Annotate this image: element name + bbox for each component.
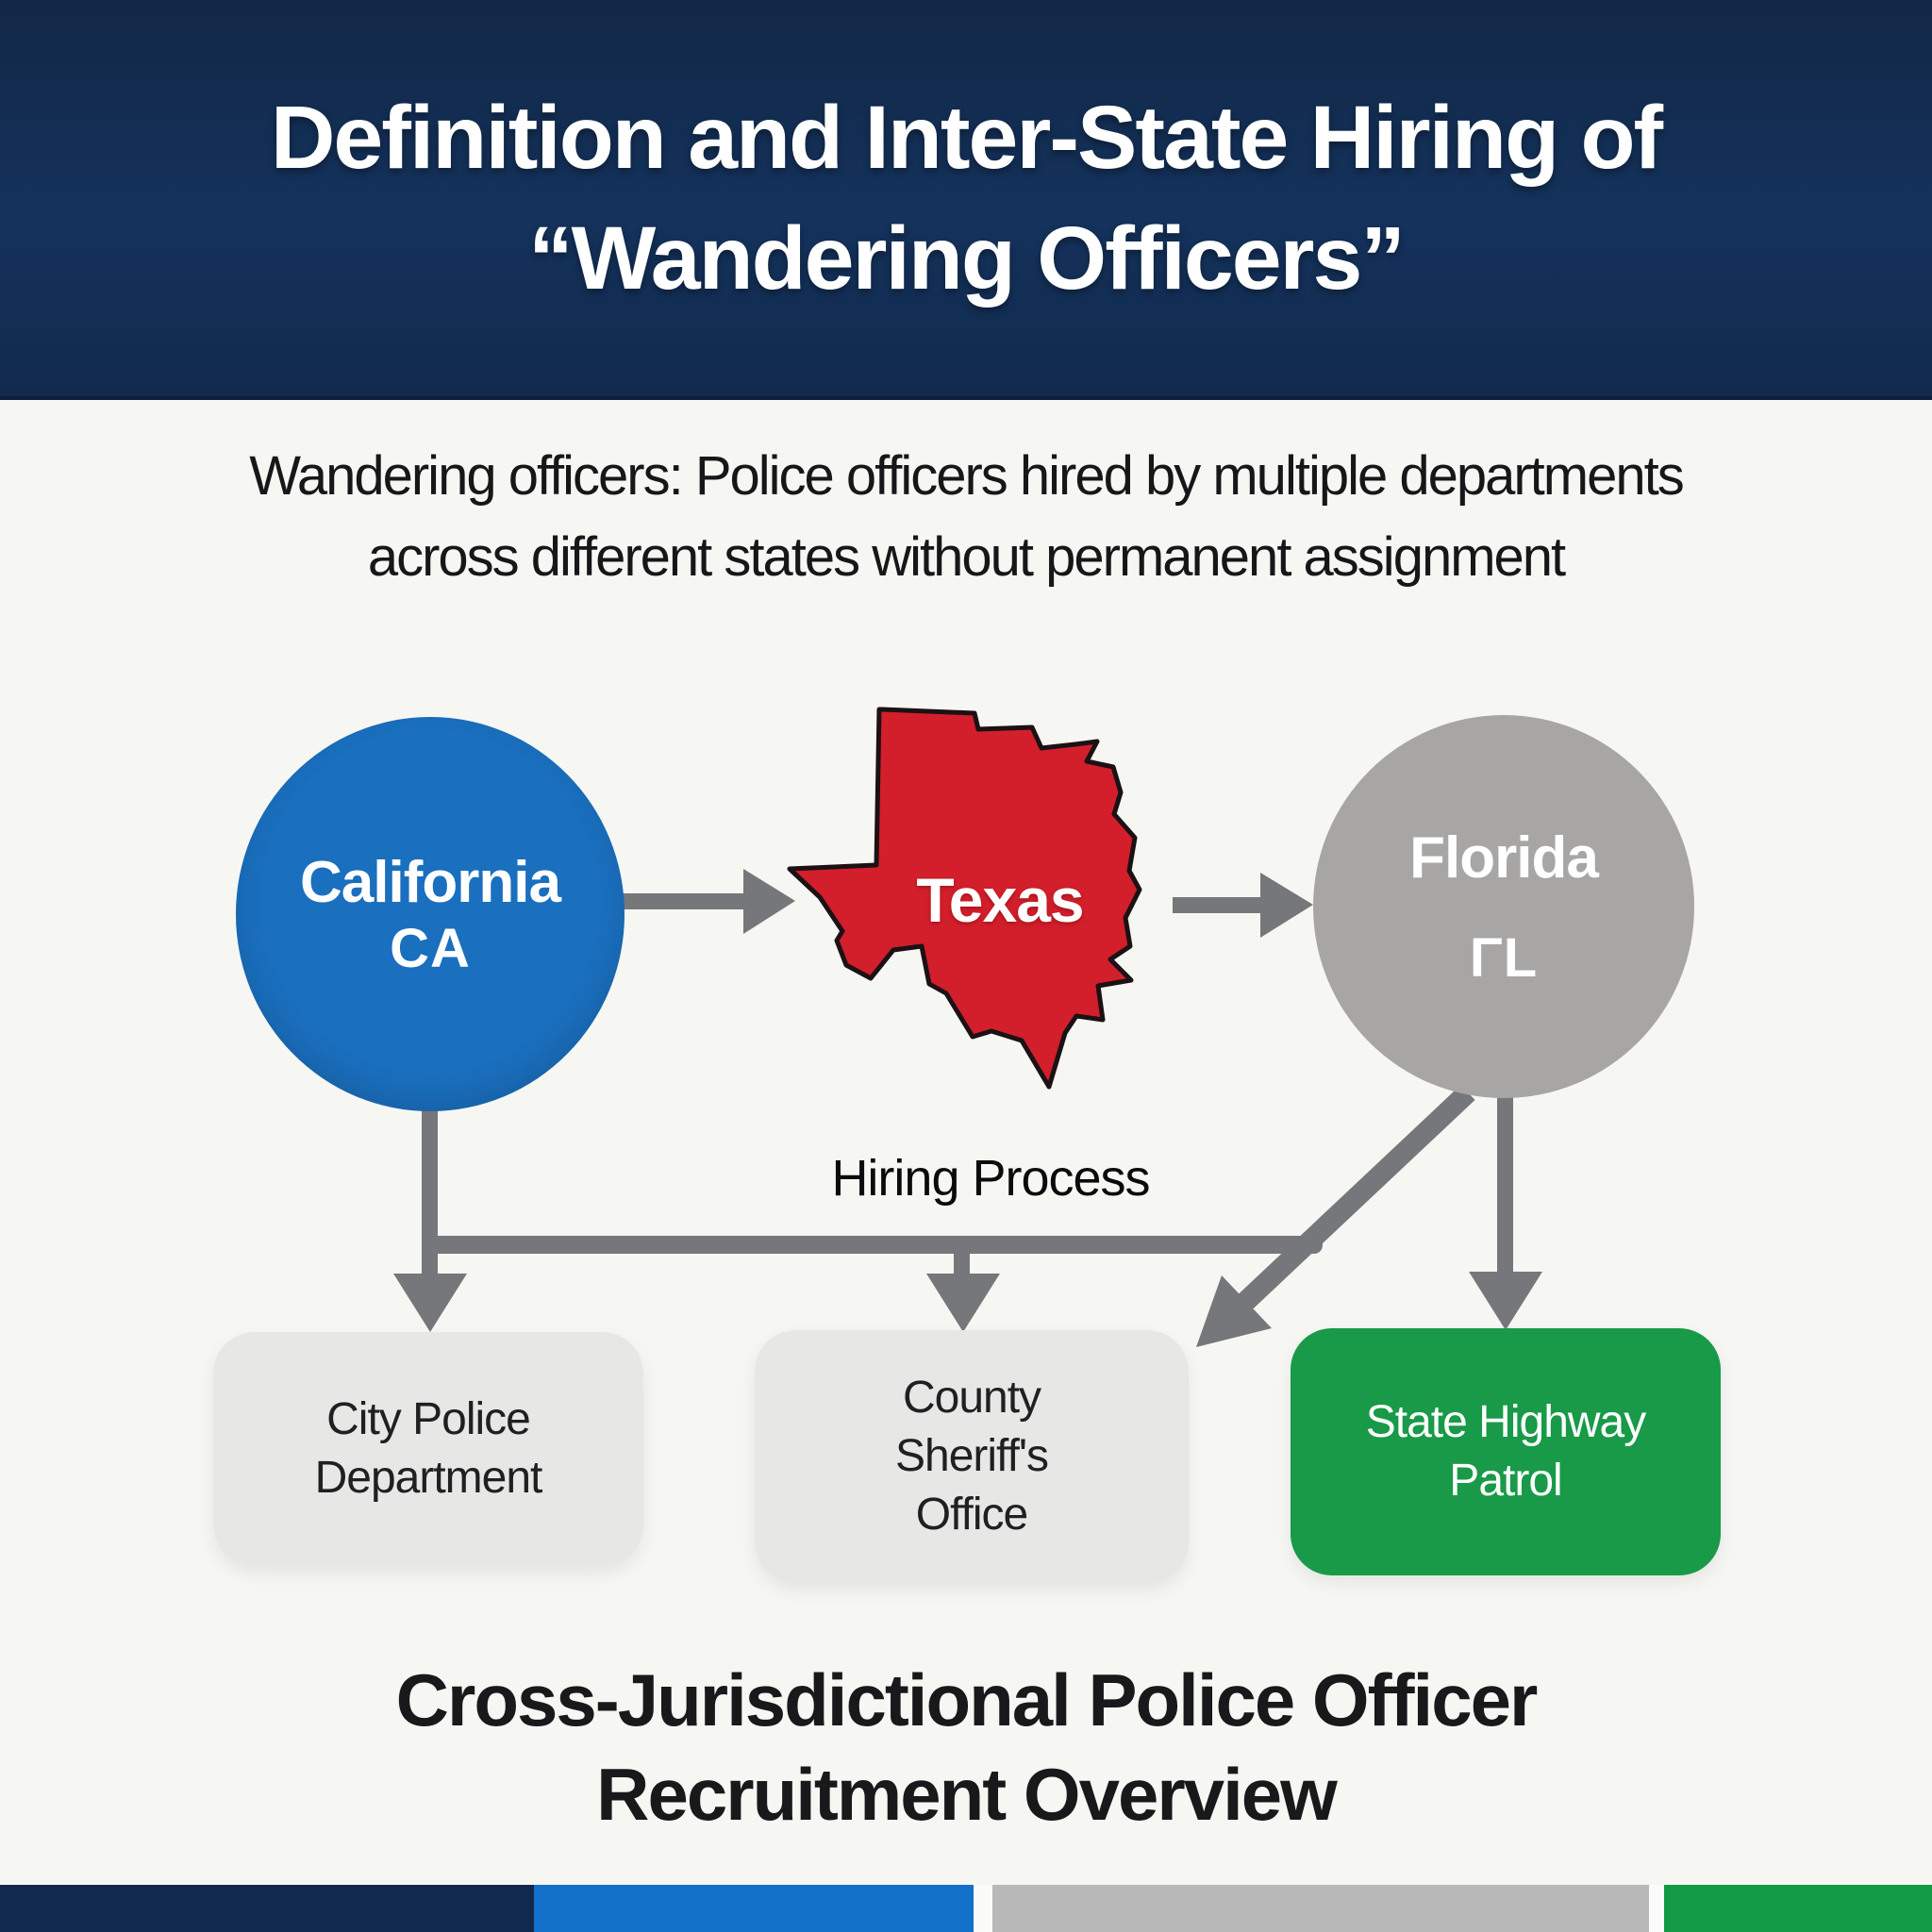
department-box-state-highway-patrol: State Highway Patrol [1291, 1328, 1721, 1575]
arrow-california-to-city-police [393, 1099, 467, 1332]
department-box-city-police: City Police Department [213, 1332, 643, 1566]
bottom-title-line2: Recruitment Overview [596, 1753, 1338, 1836]
arrow-shaft [1173, 897, 1262, 913]
dept-city-line1: City Police [326, 1394, 531, 1444]
arrow-florida-to-county-sheriff [1196, 1084, 1475, 1347]
hiring-process-connector-bar [422, 1236, 1323, 1254]
state-name-florida: Florida [1409, 825, 1599, 891]
arrow-head-icon [393, 1274, 467, 1332]
footer-bar-segment-gray [992, 1885, 1649, 1932]
arrow-shaft [621, 893, 745, 909]
arrow-head-icon [743, 869, 795, 934]
arrow-florida-to-state-highway [1469, 1094, 1542, 1330]
bottom-title: Cross-Jurisdictional Police Officer Recr… [0, 1653, 1932, 1841]
dept-highway-line1: State Highway [1365, 1397, 1646, 1447]
dept-county-line2: Sheriff's [894, 1431, 1049, 1481]
bottom-title-line1: Cross-Jurisdictional Police Officer [395, 1658, 1539, 1741]
state-name-texas: Texas [916, 865, 1084, 935]
arrow-california-to-texas [621, 869, 795, 934]
arrow-texas-to-florida [1173, 873, 1313, 938]
footer-bar-segment-green [1664, 1885, 1932, 1932]
department-box-county-sheriff: County Sheriff's Office [755, 1330, 1189, 1583]
arrow-bar-to-county-sheriff [926, 1247, 1000, 1332]
state-abbr-california: CA [390, 918, 471, 979]
arrow-shaft [1236, 1084, 1475, 1312]
arrow-shaft [1497, 1094, 1513, 1274]
header-title-line1: Definition and Inter-State Hiring of [270, 88, 1663, 188]
header-title-line2: “Wandering Officers” [528, 208, 1406, 308]
state-abbr-florida: ΓL [1469, 927, 1539, 989]
arrow-head-icon [926, 1274, 1000, 1332]
arrow-shaft [422, 1099, 438, 1276]
definition-line1: Wandering officers: Police officers hire… [249, 445, 1685, 507]
footer-bar-segment-blue [534, 1885, 974, 1932]
dept-county-line1: County [902, 1373, 1041, 1423]
arrow-head-icon [1260, 873, 1313, 938]
dept-county-line3: Office [915, 1490, 1028, 1540]
footer-color-bar [0, 1885, 1932, 1932]
state-node-california: California CA [236, 717, 625, 1111]
hiring-process-label: Hiring Process [831, 1150, 1150, 1207]
state-name-california: California [300, 850, 561, 915]
texas-map-shape [787, 707, 1142, 1090]
state-node-florida: Florida ΓL [1313, 715, 1694, 1098]
connector-bar [422, 1236, 1323, 1254]
arrow-shaft [954, 1247, 970, 1277]
header-banner: Definition and Inter-State Hiring of “Wa… [0, 0, 1932, 400]
definition-text: Wandering officers: Police officers hire… [0, 436, 1932, 598]
dept-city-line2: Department [314, 1453, 543, 1503]
footer-bar-segment-navy [0, 1885, 534, 1932]
definition-line2: across different states without permanen… [367, 526, 1566, 588]
arrow-head-icon [1196, 1275, 1272, 1347]
arrow-head-icon [1469, 1272, 1542, 1330]
dept-highway-line2: Patrol [1449, 1456, 1562, 1506]
